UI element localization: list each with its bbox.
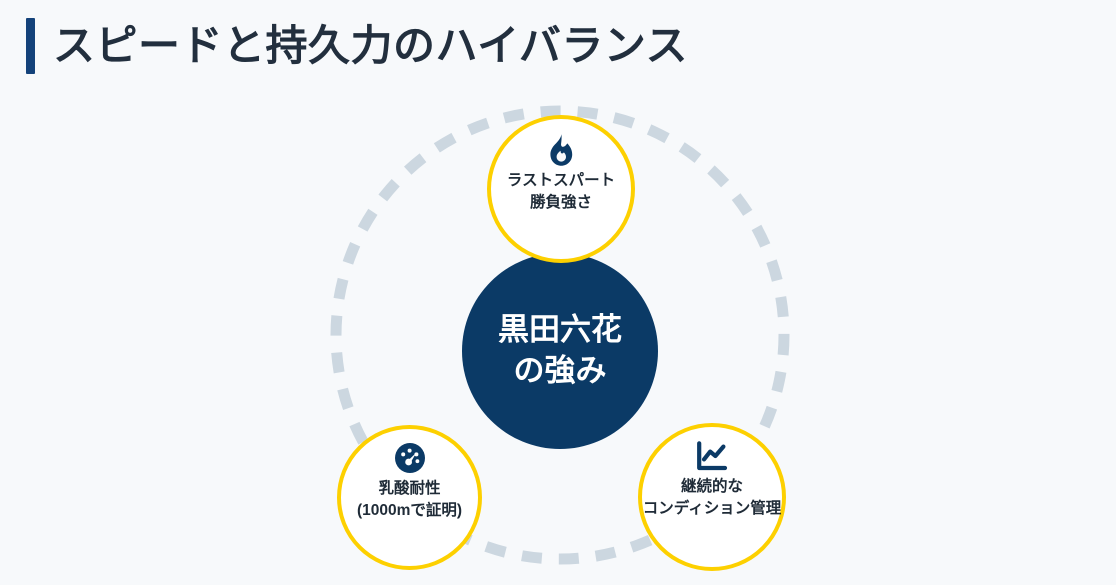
center-node-line-2: の強み (513, 353, 607, 388)
page-title-text: スピードと持久力のハイバランス (53, 22, 688, 69)
center-node: 黒田六花 の強み (462, 253, 658, 449)
node-last-spurt[interactable]: ラストスパート 勝負強さ (487, 115, 635, 263)
flame-icon (544, 133, 578, 167)
line-chart-icon (695, 439, 729, 473)
node-condition-management-label: 継続的な コンディション管理 (642, 478, 782, 517)
node-condition-management[interactable]: 継続的な コンディション管理 (638, 423, 786, 571)
center-node-line-1: 黒田六花 (498, 312, 622, 348)
title-accent-bar (26, 18, 35, 74)
node-lactate-tolerance[interactable]: 乳酸耐性 (1000mで証明) (337, 425, 482, 570)
node-last-spurt-label: ラストスパート 勝負強さ (506, 172, 616, 211)
node-lactate-tolerance-label: 乳酸耐性 (1000mで証明) (356, 480, 463, 519)
gauge-icon (393, 441, 427, 475)
page-title: スピードと持久力のハイバランス (26, 17, 688, 75)
